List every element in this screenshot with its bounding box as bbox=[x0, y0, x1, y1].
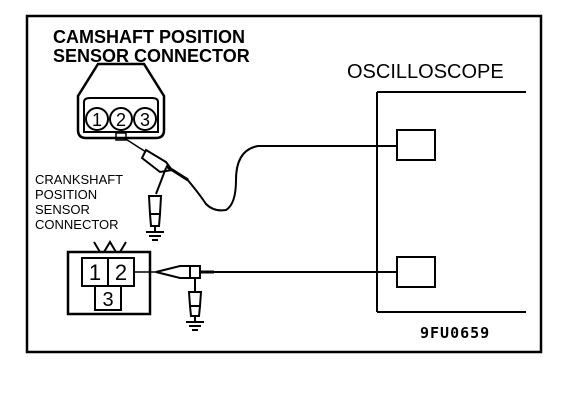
oscilloscope-channel-2 bbox=[396, 256, 436, 288]
diagram-frame bbox=[25, 14, 543, 354]
crankshaft-pin-3-label: 3 bbox=[102, 289, 113, 311]
crankshaft-label-line4: CONNECTOR bbox=[35, 217, 119, 232]
oscilloscope-outline bbox=[376, 91, 526, 313]
crankshaft-connector: 1 2 3 bbox=[66, 240, 152, 316]
crankshaft-ground-clip bbox=[186, 278, 204, 331]
crankshaft-pin-1-label: 1 bbox=[89, 260, 101, 285]
crankshaft-label-line2: POSITION bbox=[35, 187, 97, 202]
oscilloscope-channel-1 bbox=[396, 129, 436, 161]
crankshaft-label-line3: SENSOR bbox=[35, 202, 90, 217]
camshaft-pin-1 bbox=[85, 107, 109, 131]
camshaft-ground-clip bbox=[146, 167, 167, 241]
figure-code: 9FU0659 bbox=[420, 324, 490, 342]
camshaft-pin-3 bbox=[133, 107, 157, 131]
camshaft-pin-2 bbox=[109, 107, 133, 131]
camshaft-probe bbox=[123, 137, 397, 212]
camshaft-label-line2: SENSOR CONNECTOR bbox=[53, 46, 250, 66]
camshaft-pin-2-label: 2 bbox=[116, 110, 126, 130]
crankshaft-pin-2-label: 2 bbox=[115, 260, 127, 285]
oscilloscope-label: OSCILLOSCOPE bbox=[347, 61, 504, 83]
camshaft-connector: 1 2 3 bbox=[76, 62, 166, 141]
camshaft-pin-1-label: 1 bbox=[92, 110, 102, 130]
crankshaft-probe bbox=[134, 265, 397, 279]
camshaft-pin-3-label: 3 bbox=[140, 110, 150, 130]
camshaft-label-line1: CAMSHAFT POSITION bbox=[53, 27, 245, 47]
crankshaft-label-line1: CRANKSHAFT bbox=[35, 172, 123, 187]
